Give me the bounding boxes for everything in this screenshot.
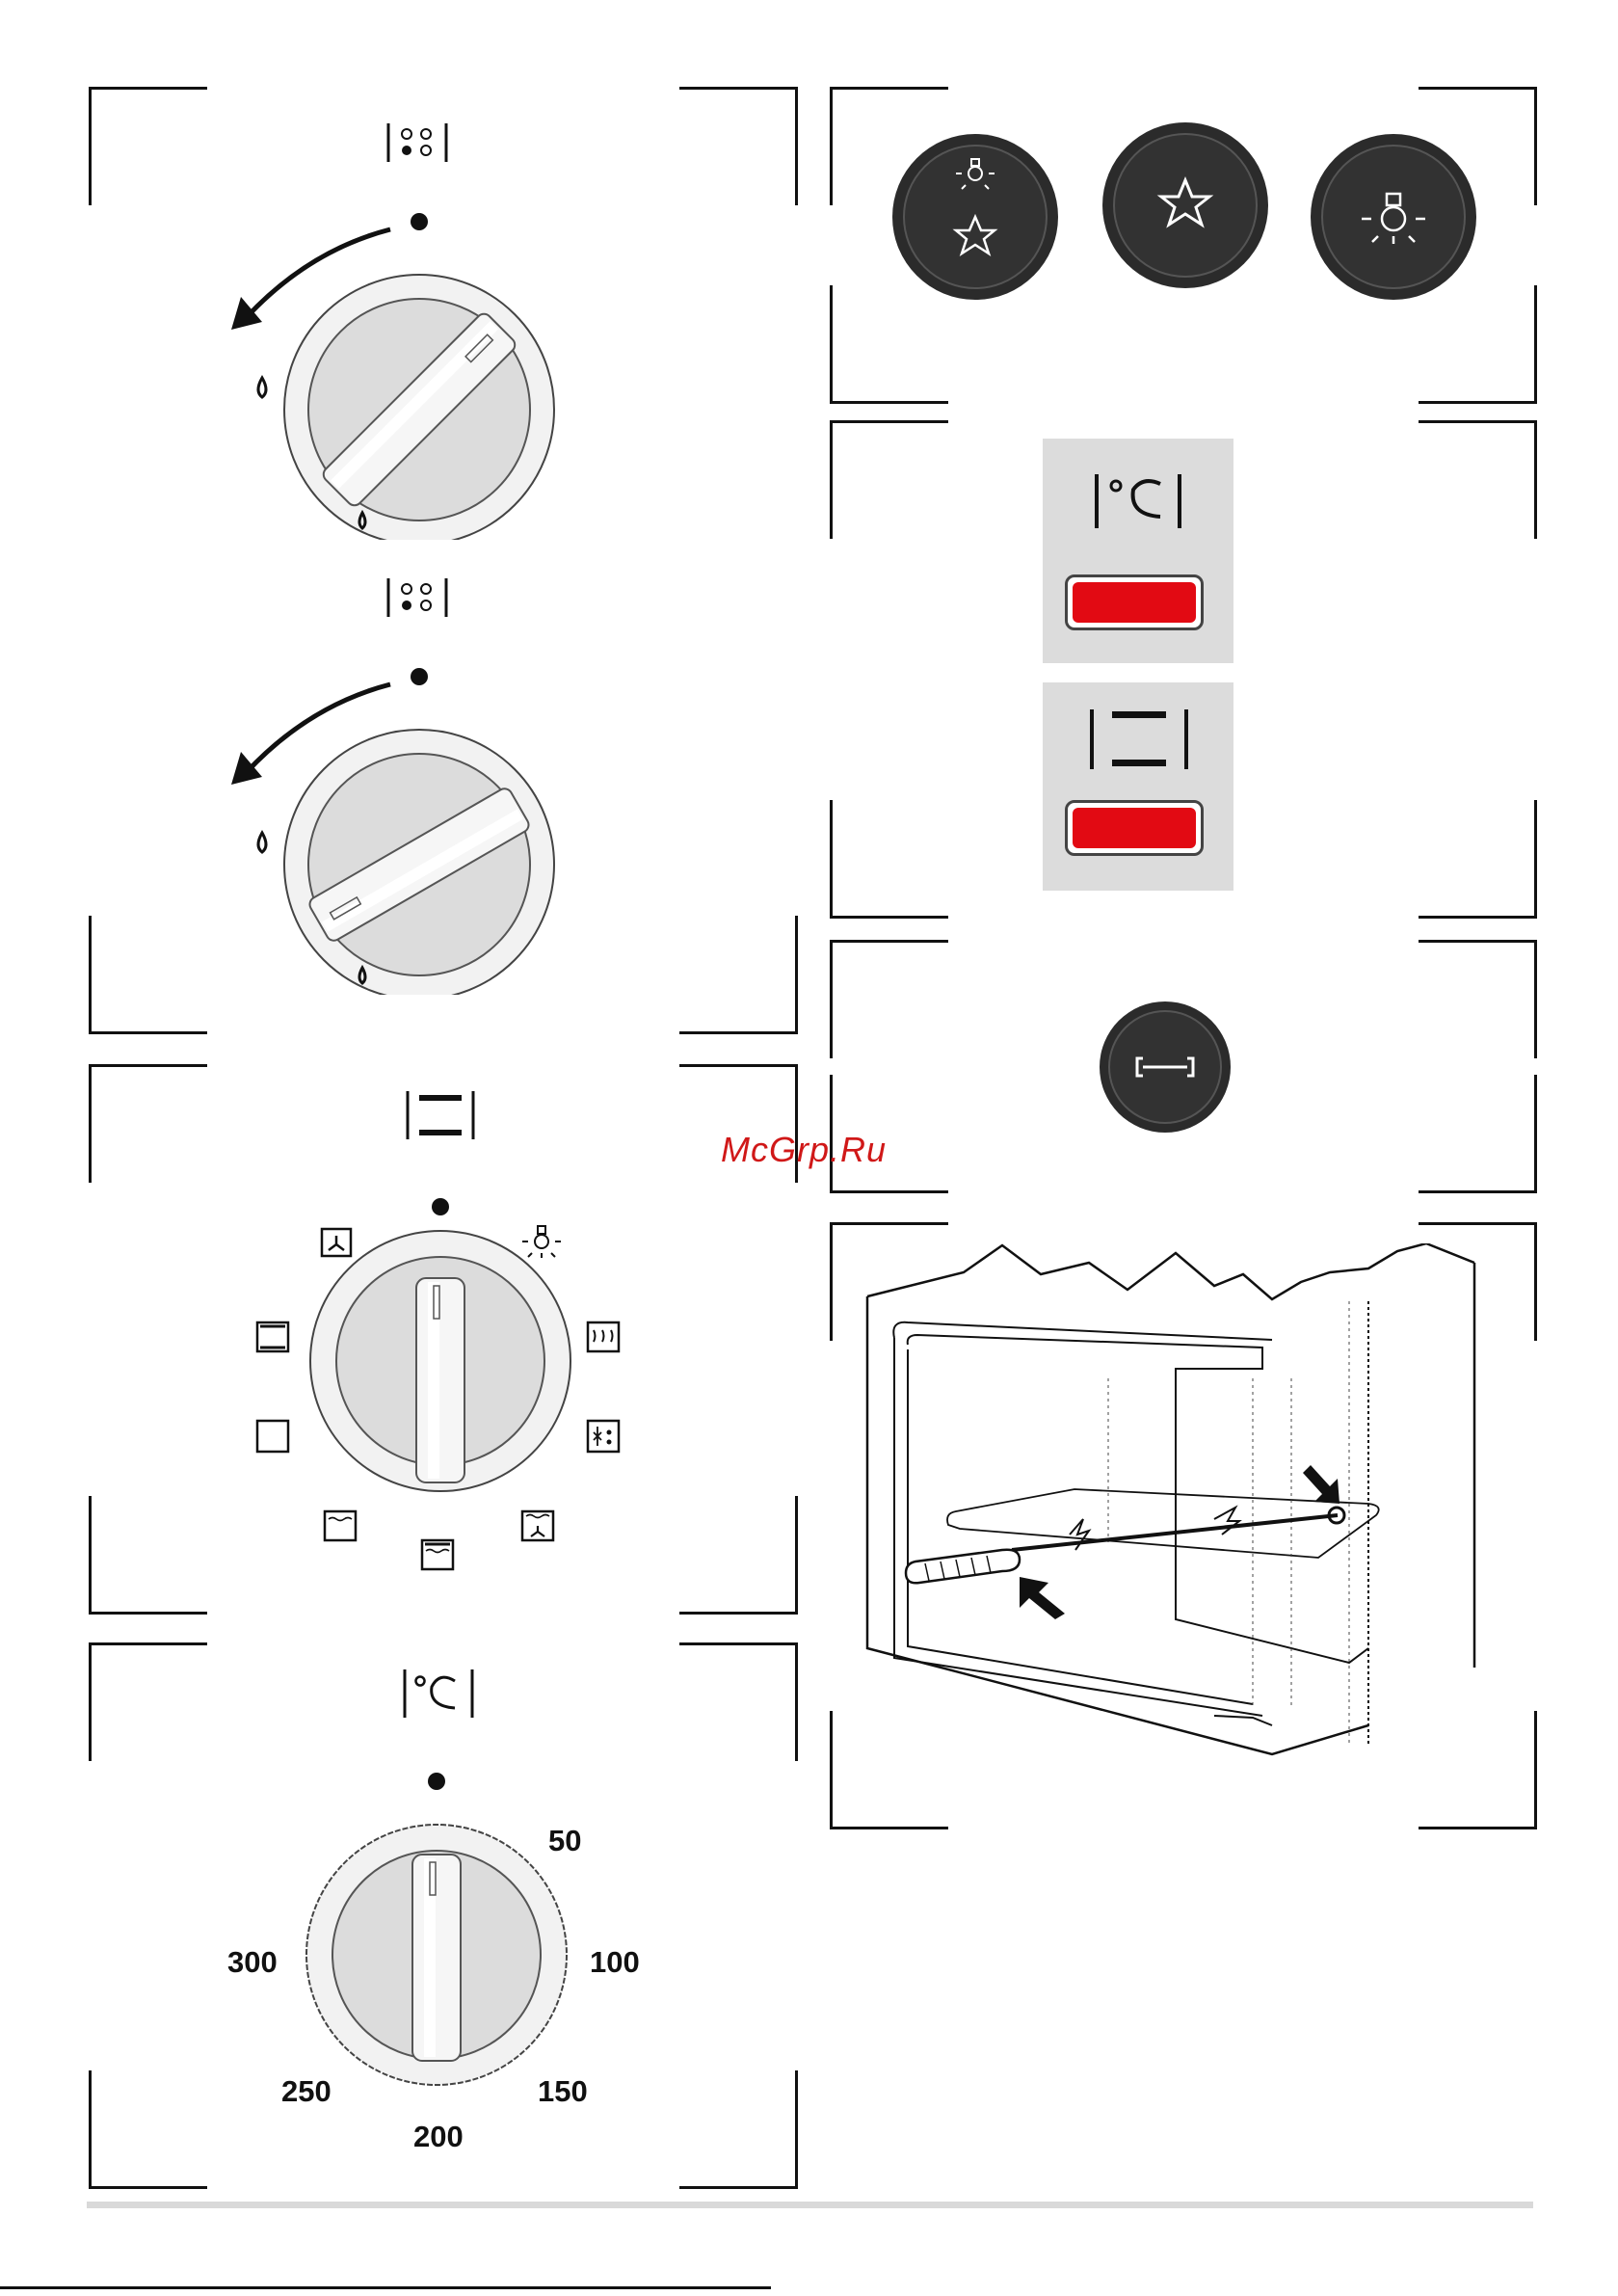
footer-rule [87,2202,1533,2208]
function-indicator-lamp [1065,800,1204,856]
frame-corner [679,916,798,1034]
frame-corner [830,800,948,919]
fan-icon [322,1229,351,1256]
position-dot [411,668,428,685]
frame-corner [1419,940,1537,1058]
knob-diagram-1 [193,106,597,540]
cooktop-zone-icon [388,123,446,162]
temp-label-150: 150 [538,2074,588,2109]
frame-corner [89,1496,207,1615]
temp-label-200: 200 [413,2120,464,2154]
thermostat-diagram [241,1658,646,2140]
position-dot [428,1773,445,1790]
light-star-button[interactable] [892,134,1058,300]
rotisserie-button[interactable] [1097,999,1233,1135]
footer-line [0,2286,771,2289]
frame-corner [1419,420,1537,539]
frame-corner [89,916,207,1034]
drop-icon [258,378,266,397]
frame-corner [679,87,798,205]
frame-corner [89,1642,207,1761]
knob-diagram-2 [193,561,597,995]
thermometer-celsius-icon [1091,470,1187,538]
top-bottom-heat-icon [408,1091,473,1139]
top-bottom-heat-icon [257,1322,288,1351]
top-heat-icon [422,1540,453,1569]
drop-icon [258,833,266,852]
temp-label-250: 250 [281,2074,332,2109]
defrost-icon [588,1421,619,1452]
lower-heat-icon [325,1511,356,1540]
frame-corner [89,1064,207,1183]
thermometer-celsius-icon [405,1669,472,1718]
light-button[interactable] [1311,134,1476,300]
light-bulb-icon [522,1226,561,1258]
fan-grill-icon [522,1511,553,1540]
frame-corner [89,2070,207,2189]
star-button[interactable] [1102,122,1268,288]
position-dot [432,1198,449,1215]
push-button-row [887,120,1484,313]
frame-corner [679,1642,798,1761]
bottom-heat-icon [257,1421,288,1452]
frame-corner [1419,800,1537,919]
top-bottom-heat-icon [1087,706,1191,775]
oven-rotisserie-illustration [848,1243,1484,1783]
position-dot [411,213,428,230]
thermostat-indicator-lamp [1065,574,1204,630]
temp-label-300: 300 [227,1945,278,1980]
grill-icon [588,1322,619,1351]
frame-corner [1419,1075,1537,1193]
frame-corner [89,87,207,205]
function-selector-diagram [241,1080,646,1581]
frame-corner [830,940,948,1058]
cooktop-zone-icon [388,578,446,617]
watermark-text: McGrp.Ru [721,1130,887,1170]
frame-corner [679,1496,798,1615]
frame-corner [830,420,948,539]
temp-label-50: 50 [548,1824,581,1858]
temp-label-100: 100 [590,1945,640,1980]
frame-corner [679,2070,798,2189]
